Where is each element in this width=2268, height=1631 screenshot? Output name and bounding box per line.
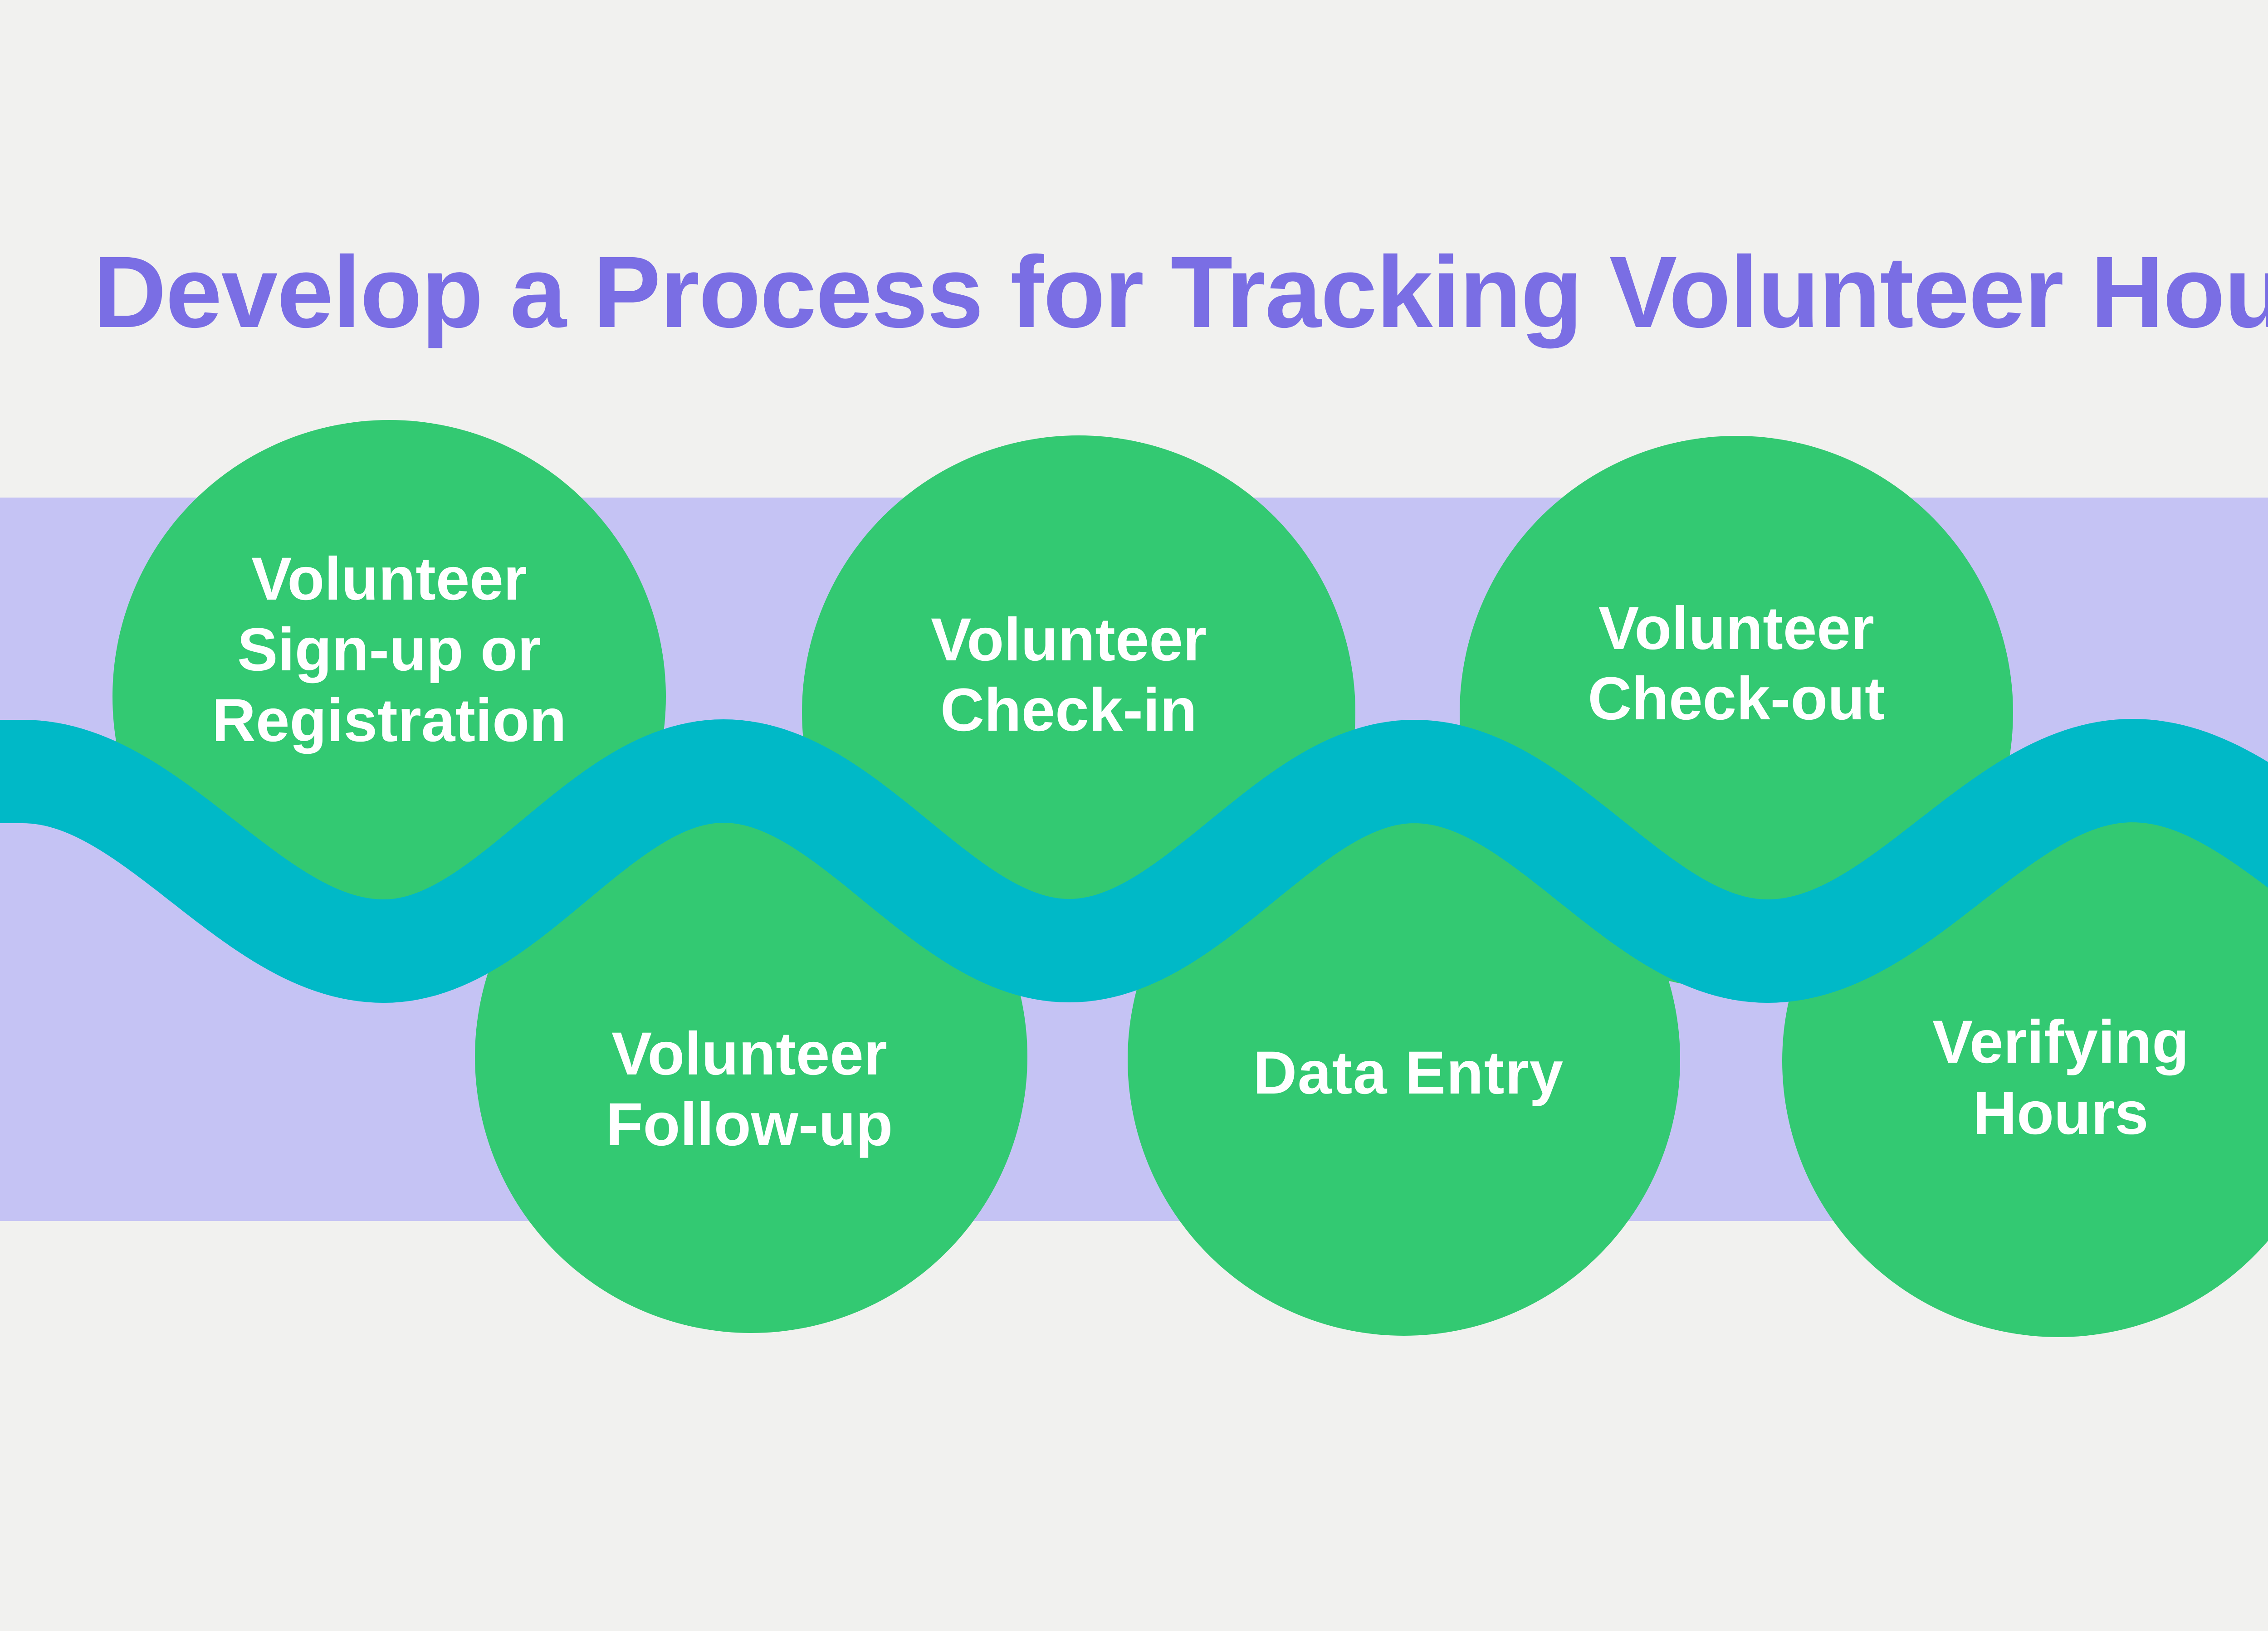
svg-text:Volunteer: Volunteer — [1598, 595, 1874, 662]
svg-text:Registration: Registration — [212, 687, 567, 754]
svg-text:Check-in: Check-in — [940, 676, 1197, 744]
svg-text:Develop a Process for Tracking: Develop a Process for Tracking Volunteer… — [93, 235, 2268, 349]
svg-text:Data Entry: Data Entry — [1253, 1039, 1564, 1107]
svg-text:Follow-up: Follow-up — [606, 1091, 893, 1158]
svg-text:Volunteer: Volunteer — [931, 606, 1207, 674]
svg-text:Volunteer: Volunteer — [251, 545, 527, 613]
svg-text:Hours: Hours — [1973, 1079, 2148, 1147]
svg-text:Volunteer: Volunteer — [611, 1020, 887, 1088]
svg-text:Check-out: Check-out — [1588, 665, 1885, 732]
svg-text:Verifying: Verifying — [1932, 1008, 2189, 1076]
svg-text:Sign-up or: Sign-up or — [237, 616, 541, 684]
